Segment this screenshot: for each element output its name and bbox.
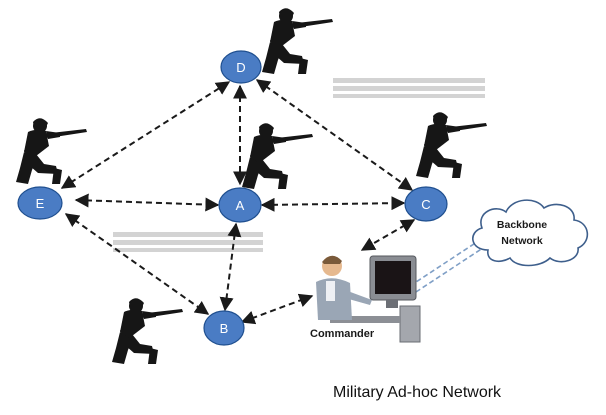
backbone-cloud-icon [472,199,589,267]
link-b-commander [240,293,314,325]
soldier-d-icon [262,8,333,75]
cloud-label-line1: Backbone [497,219,547,231]
blurred-mark-top [333,78,485,98]
node-d-label: D [236,60,245,75]
node-a-label: A [236,198,245,213]
link-d-c [255,79,414,191]
node-b: B [203,310,245,346]
link-e-a [74,193,220,212]
blurred-mark-middle [113,232,263,252]
link-e-d [60,81,231,189]
link-c-commander [360,219,416,251]
cloud-label-line2: Network [501,235,543,247]
node-e-label: E [36,196,45,211]
node-d: D [220,50,262,84]
diagram-caption: Military Ad-hoc Network [333,384,502,401]
node-a: A [218,187,262,223]
soldier-e-icon [16,118,87,184]
commander-computer-icon [316,255,421,343]
node-b-label: B [220,321,229,336]
soldier-b-icon [112,298,183,364]
soldier-c-icon [416,112,487,178]
link-a-b [219,222,242,312]
link-commander-backbone [409,235,493,293]
node-c-label: C [421,197,430,212]
node-e: E [17,186,63,220]
link-a-c [260,196,406,212]
soldier-a-icon [242,123,313,189]
link-e-b [64,213,210,315]
commander-label: Commander [310,328,375,340]
node-c: C [404,186,448,222]
